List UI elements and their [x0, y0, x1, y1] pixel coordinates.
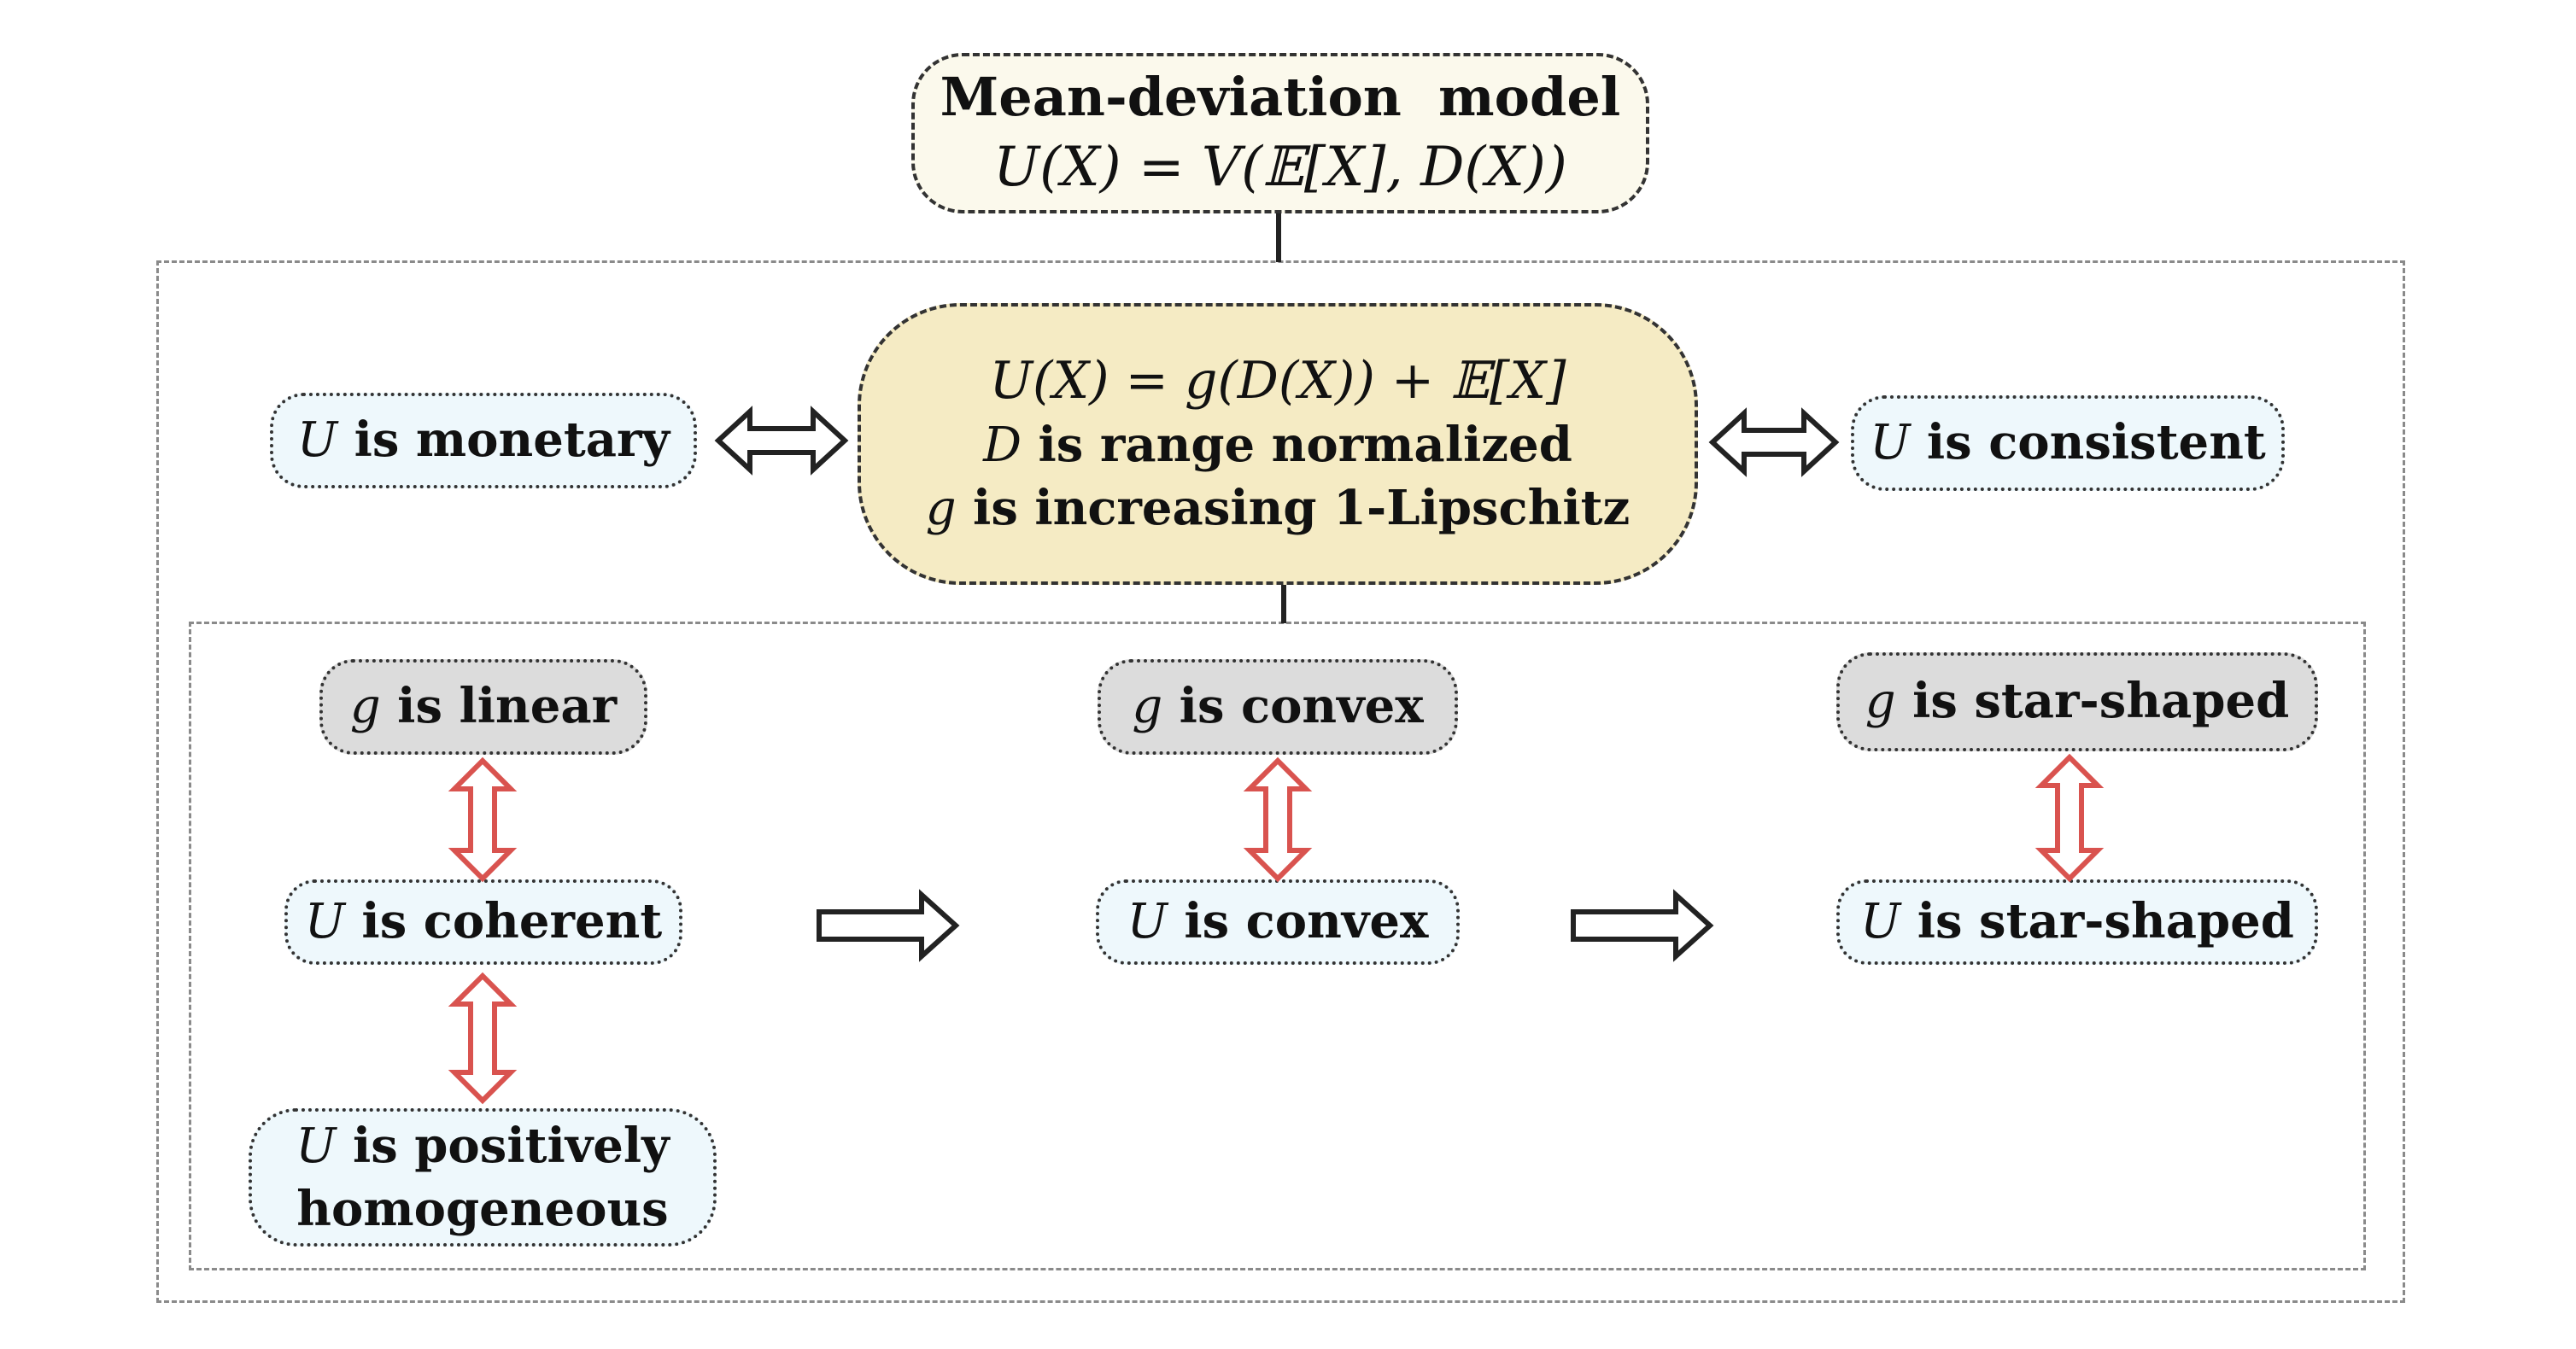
mean-deviation-model-node: Mean-deviation model U(X) = V(𝔼[X], D(X)…: [911, 53, 1649, 213]
u-star-shaped-label: U is star-shaped: [1860, 891, 2294, 954]
top-connector-line: [1276, 213, 1281, 262]
lipschitz-line: g is increasing 1-Lipschitz: [926, 477, 1630, 540]
positively-homogeneous-line1: U is positively: [296, 1115, 669, 1178]
g-convex-node: g is convex: [1098, 659, 1458, 755]
positively-homogeneous-text: is positively: [336, 1117, 670, 1174]
coherent-homogeneous-equivalence-arrow: [448, 972, 518, 1105]
central-representation-node: U(X) = g(D(X)) + 𝔼[X] D is range normali…: [858, 303, 1698, 585]
consistent-text: is consistent: [1910, 414, 2266, 471]
star-shaped-equivalence-arrow: [2034, 753, 2105, 883]
u-convex-text: is convex: [1167, 893, 1429, 950]
mean-deviation-model-title: Mean-deviation model: [940, 66, 1621, 129]
consistent-label: U is consistent: [1870, 412, 2266, 475]
monetary-node: U is monetary: [270, 393, 697, 488]
monetary-text: is monetary: [337, 412, 670, 469]
consistent-equivalence-arrow: [1708, 407, 1840, 477]
u-star-shaped-node: U is star-shaped: [1836, 879, 2318, 965]
positively-homogeneous-line2: homogeneous: [296, 1180, 669, 1237]
g-star-shaped-label: g is star-shaped: [1865, 670, 2290, 733]
monetary-label: U is monetary: [297, 409, 670, 472]
u-convex-label: U is convex: [1127, 891, 1429, 954]
g-linear-var: g: [349, 679, 381, 735]
lipschitz-var: g: [925, 481, 957, 536]
g-star-shaped-text: is star-shaped: [1895, 673, 2290, 730]
consistent-var: U: [1870, 415, 1911, 471]
g-convex-text: is convex: [1162, 678, 1424, 735]
u-star-shaped-var: U: [1860, 894, 1901, 950]
g-linear-text: is linear: [380, 678, 618, 735]
u-convex-var: U: [1127, 894, 1168, 950]
monetary-equivalence-arrow: [714, 406, 849, 476]
u-coherent-text: is coherent: [344, 893, 663, 950]
u-convex-node: U is convex: [1096, 879, 1460, 965]
inner-dashed-frame: [189, 622, 2366, 1270]
g-star-shaped-var: g: [1865, 674, 1896, 730]
g-star-shaped-node: g is star-shaped: [1836, 652, 2318, 751]
g-convex-var: g: [1132, 679, 1163, 735]
consistent-node: U is consistent: [1851, 395, 2285, 491]
monetary-var: U: [296, 412, 338, 469]
range-normalized-var: D: [983, 418, 1022, 474]
positively-homogeneous-node: U is positively homogeneous: [249, 1108, 717, 1247]
convex-equivalence-arrow: [1243, 756, 1313, 883]
u-coherent-var: U: [304, 894, 345, 950]
g-linear-label: g is linear: [350, 675, 617, 739]
mean-deviation-formula: U(X) = V(𝔼[X], D(X)): [993, 135, 1567, 199]
center-connector-line: [1281, 582, 1286, 623]
lipschitz-text: is increasing 1-Lipschitz: [956, 480, 1630, 536]
range-normalized-line: D is range normalized: [983, 414, 1572, 477]
u-coherent-label: U is coherent: [305, 891, 663, 954]
central-formula: U(X) = g(D(X)) + 𝔼[X]: [989, 351, 1566, 412]
g-linear-node: g is linear: [319, 659, 647, 755]
positively-homogeneous-var: U: [296, 1118, 337, 1174]
coherent-implies-convex-arrow: [817, 889, 960, 962]
g-convex-label: g is convex: [1132, 675, 1423, 739]
range-normalized-text: is range normalized: [1022, 417, 1572, 474]
u-star-shaped-text: is star-shaped: [1900, 893, 2294, 950]
linear-coherent-equivalence-arrow: [448, 756, 518, 883]
convex-implies-star-shaped-arrow: [1571, 889, 1714, 962]
u-coherent-node: U is coherent: [284, 879, 682, 965]
